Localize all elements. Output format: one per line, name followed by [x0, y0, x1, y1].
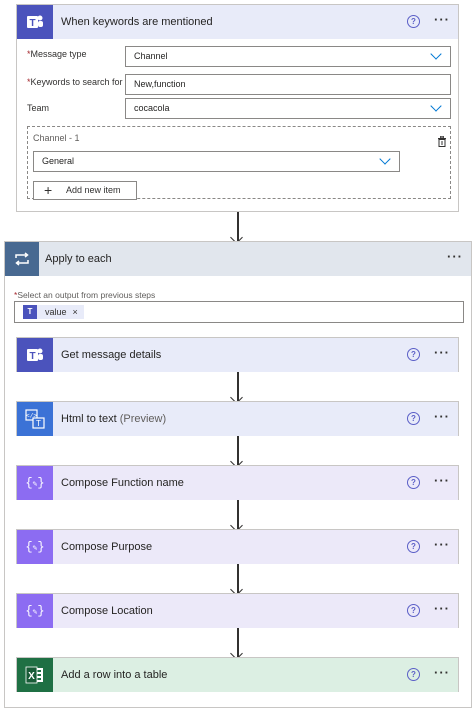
compose-icon: {✎}: [17, 594, 53, 628]
compose-icon: {✎}: [17, 466, 53, 500]
action-title: Compose Function name: [61, 477, 184, 489]
svg-text:T: T: [29, 351, 35, 362]
teams-icon: T: [17, 338, 53, 372]
chevron-down-icon: [430, 48, 442, 60]
connector-arrow: [237, 500, 239, 529]
html-to-text-icon: </>T: [17, 402, 53, 436]
action-card-html-to-text: </>T Html to text (Preview) ? ···: [16, 401, 459, 436]
more-options-icon[interactable]: ···: [434, 12, 450, 27]
team-dropdown[interactable]: cocacola: [125, 98, 451, 119]
select-output-label: *Select an output from previous steps: [14, 290, 156, 300]
more-options-icon[interactable]: ···: [434, 601, 450, 616]
apply-to-each-title: Apply to each: [45, 253, 112, 265]
help-icon[interactable]: ?: [407, 15, 420, 28]
help-icon[interactable]: ?: [407, 668, 420, 681]
action-card-compose-function-name: {✎} Compose Function name ? ···: [16, 465, 459, 500]
action-card-compose-location: {✎} Compose Location ? ···: [16, 593, 459, 628]
svg-text:</>: </>: [26, 413, 37, 420]
more-options-icon[interactable]: ···: [434, 409, 450, 424]
action-title: Compose Purpose: [61, 541, 153, 553]
connector-arrow: [237, 436, 239, 465]
action-header[interactable]: {✎} Compose Purpose ? ···: [17, 530, 458, 564]
channel-dropdown[interactable]: General: [33, 151, 400, 172]
action-card-add-row: X Add a row into a table ? ···: [16, 657, 459, 692]
chevron-down-icon: [430, 100, 442, 112]
more-options-icon[interactable]: ···: [434, 345, 450, 360]
svg-text:T: T: [36, 419, 41, 428]
action-card-compose-purpose: {✎} Compose Purpose ? ···: [16, 529, 459, 564]
message-type-label: *Message type: [27, 49, 87, 59]
action-header[interactable]: {✎} Compose Function name ? ···: [17, 466, 458, 500]
add-new-item-button[interactable]: + Add new item: [33, 181, 137, 200]
compose-icon: {✎}: [17, 530, 53, 564]
channel-array-box: Channel - 1 General + Add new item: [27, 126, 451, 200]
action-title: Add a row into a table: [61, 669, 168, 681]
trigger-header[interactable]: T When keywords are mentioned ? ···: [17, 5, 458, 39]
chevron-down-icon: [379, 153, 391, 165]
help-icon[interactable]: ?: [407, 476, 420, 489]
apply-to-each-header[interactable]: Apply to each ···: [5, 242, 471, 276]
help-icon[interactable]: ?: [407, 348, 420, 361]
more-options-icon[interactable]: ···: [447, 249, 463, 264]
loop-icon: [5, 242, 39, 276]
select-output-field[interactable]: T value ×: [14, 301, 464, 323]
keywords-label: *Keywords to search for: [27, 77, 123, 87]
svg-text:T: T: [29, 18, 35, 29]
value-token[interactable]: T value ×: [23, 305, 84, 319]
more-options-icon[interactable]: ···: [434, 473, 450, 488]
channel-label: Channel - 1: [33, 133, 80, 143]
plus-icon: +: [44, 182, 53, 198]
svg-text:X: X: [28, 671, 35, 682]
action-header[interactable]: T Get message details ? ···: [17, 338, 458, 372]
team-label: Team: [27, 103, 50, 113]
delete-item-icon[interactable]: [437, 135, 447, 147]
more-options-icon[interactable]: ···: [434, 665, 450, 680]
action-header[interactable]: </>T Html to text (Preview) ? ···: [17, 402, 458, 436]
connector-arrow: [237, 372, 239, 401]
connector-arrow: [237, 212, 239, 241]
help-icon[interactable]: ?: [407, 540, 420, 553]
help-icon[interactable]: ?: [407, 604, 420, 617]
more-options-icon[interactable]: ···: [434, 537, 450, 552]
trigger-card: T When keywords are mentioned ? ··· *Mes…: [16, 4, 459, 212]
teams-icon: T: [17, 5, 53, 39]
excel-icon: X: [17, 658, 53, 692]
connector-arrow: [237, 564, 239, 593]
connector-arrow: [237, 628, 239, 657]
action-title: Html to text (Preview): [61, 413, 167, 425]
action-card-get-message-details: T Get message details ? ···: [16, 337, 459, 372]
action-header[interactable]: {✎} Compose Location ? ···: [17, 594, 458, 628]
remove-token-icon[interactable]: ×: [72, 307, 78, 317]
action-title: Compose Location: [61, 605, 153, 617]
action-title: Get message details: [61, 349, 162, 361]
help-icon[interactable]: ?: [407, 412, 420, 425]
keywords-input[interactable]: New,function: [125, 74, 451, 95]
action-header[interactable]: X Add a row into a table ? ···: [17, 658, 458, 692]
message-type-dropdown[interactable]: Channel: [125, 46, 451, 67]
trigger-title: When keywords are mentioned: [61, 16, 213, 28]
teams-icon: T: [23, 305, 37, 319]
